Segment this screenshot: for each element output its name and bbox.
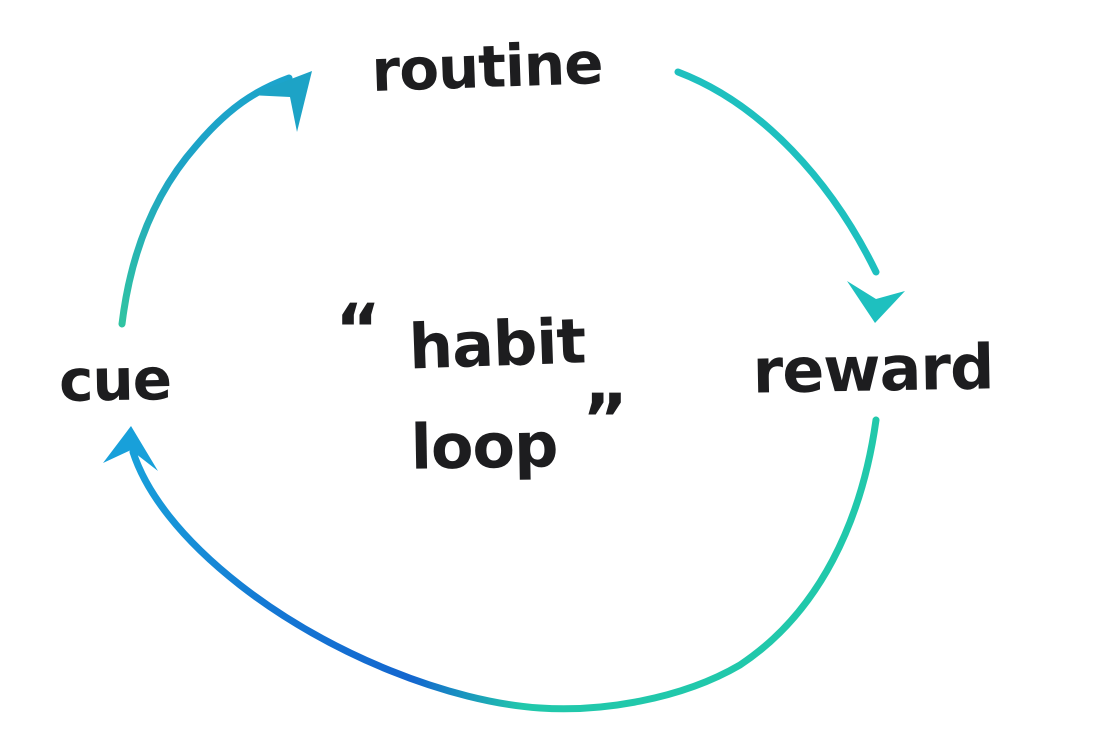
- node-label-reward: reward: [752, 330, 994, 408]
- arrowhead-routine-icon: [249, 71, 312, 132]
- arrowhead-cue-icon: [103, 426, 158, 471]
- arrow-routine-to-reward: [674, 68, 880, 276]
- arrow-cue-to-routine: [118, 74, 293, 328]
- open-quote: “: [334, 289, 382, 371]
- arrowhead-reward-icon: [847, 281, 905, 323]
- center-label-loop: loop: [409, 408, 559, 484]
- center-label-habit: habit: [407, 304, 587, 384]
- node-label-routine: routine: [370, 28, 604, 106]
- close-quote: ”: [581, 379, 629, 461]
- node-label-cue: cue: [58, 345, 172, 415]
- arrow-reward-to-cue: [129, 416, 880, 713]
